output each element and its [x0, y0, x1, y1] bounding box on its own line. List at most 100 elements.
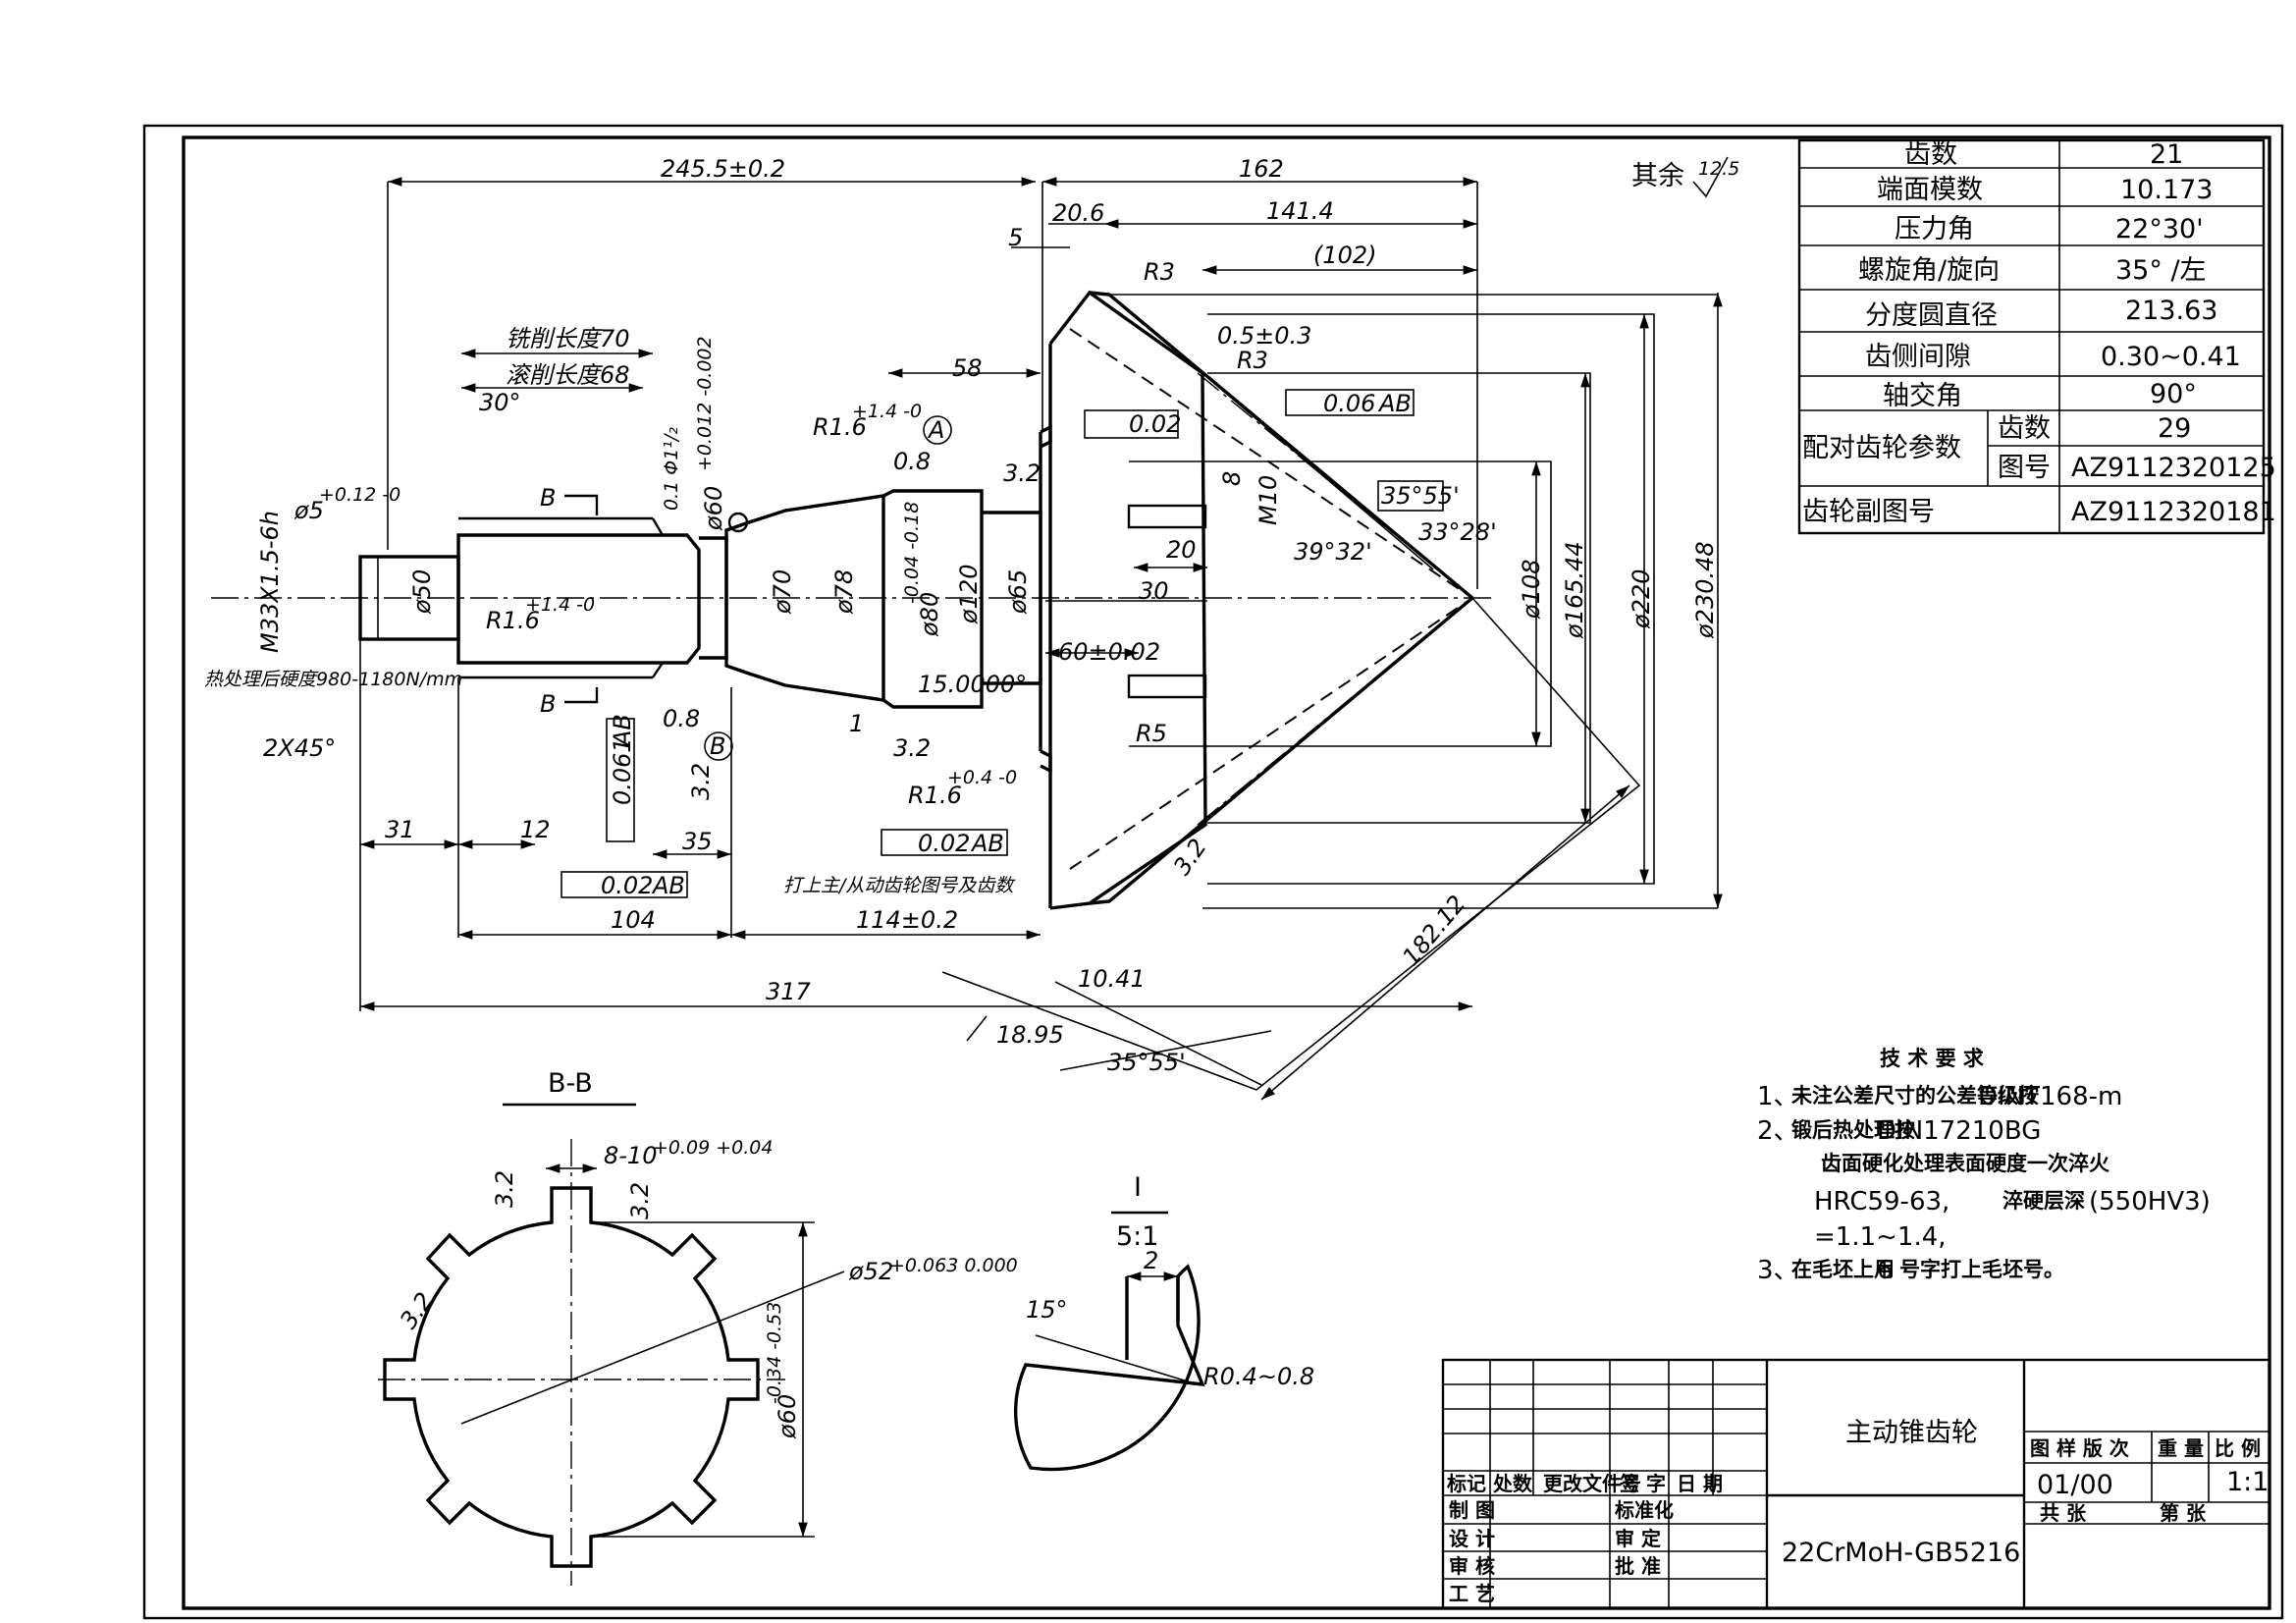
tol-002a: 0.02 [1129, 410, 1181, 438]
dim-60-002: 60±0.02 [1058, 638, 1160, 666]
req1-code: DINT168-m [1978, 1082, 2122, 1111]
datum-a: A [927, 416, 944, 444]
spline-end-bot [652, 662, 664, 678]
dia60-tol: -0.34 -0.53 [764, 1302, 785, 1404]
radius-r5: R5 [1136, 720, 1167, 747]
gear-cone-lower [1089, 596, 1474, 905]
chamfer: 2X45° [263, 734, 336, 762]
dia52-tol: +0.063 0.000 [889, 1255, 1018, 1276]
dim-104: 104 [611, 906, 656, 934]
tol-002c-datum: AB [651, 872, 685, 899]
row-design: 设 计 [1449, 1527, 1495, 1550]
dim-162: 162 [1239, 155, 1284, 183]
dim-30: 30 [1139, 577, 1169, 605]
req3-tail: 号字打上毛坯号。 [1899, 1258, 2064, 1281]
radius-r3: R3 [1237, 347, 1268, 374]
angle-3555b: 35°55' [1107, 1049, 1186, 1076]
finish-3-2d: 3.2 [1168, 834, 1212, 880]
radius-r16a: R1.6 [813, 413, 867, 441]
h-date: 日 期 [1677, 1472, 1723, 1495]
dim-5-tol: +0.12 -0 [319, 484, 400, 506]
table-label-4: 分度圆直径 [1865, 300, 1998, 331]
radius-r16c: R1.6 [908, 782, 962, 809]
slot-finish-3: 3.2 [395, 1287, 439, 1333]
finish-0-8b: 0.8 [663, 705, 700, 732]
pair-label: 齿轮副图号 [1802, 497, 1935, 527]
sheet-border-outer [142, 124, 2284, 1620]
h-doc: 更改文件号 [1543, 1472, 1641, 1495]
finish-other-label: 其余 [1631, 161, 1684, 191]
sheet-border-inner [182, 135, 2271, 1610]
detail-angle-line [1035, 1334, 1199, 1385]
finish-3-2b: 3.2 [687, 763, 715, 800]
thread-m10: M10 [1255, 475, 1282, 525]
version: 01/00 [2037, 1470, 2113, 1500]
tol-006-datum: AB [1377, 390, 1412, 417]
dia-165: ø165.44 [1561, 541, 1588, 639]
h-version: 图 样 版 次 [2030, 1436, 2129, 1460]
h-count: 处数 [1492, 1472, 1533, 1495]
hardness-strength: 热处理后硬度980-1180N/mm [204, 669, 462, 690]
dia52-leader [460, 1271, 845, 1425]
dia-50: ø50 [408, 569, 436, 615]
dimension-lines [359, 177, 1723, 1101]
section-b-bot: B [540, 690, 556, 718]
mating-teeth-label: 齿数 [1998, 413, 2051, 444]
section-bb-title: B-B [548, 1068, 593, 1099]
marking-note: 打上主/从动齿轮图号及齿数 [783, 875, 1016, 896]
slot-tol: +0.09 +0.04 [653, 1137, 774, 1159]
tol-002b-datum: AB [970, 830, 1004, 857]
angle-3555a: 35°55' [1381, 482, 1460, 510]
tol-frame-002b [881, 829, 1008, 856]
material: 22CrMoH-GB5216 [1782, 1538, 2020, 1568]
detail-d2: 2 [1144, 1247, 1158, 1274]
dia-65: ø65 [1004, 569, 1032, 615]
part-name: 主动锥齿轮 [1845, 1418, 1978, 1448]
dim-141: 141.4 [1266, 197, 1334, 225]
req1-cn: 未注公差尺寸的公差等级按 [1791, 1084, 2039, 1108]
thread-spec: M33X1.5-6h [256, 511, 284, 653]
mating-drawing-value: AZ9112320125 [2071, 453, 2276, 483]
table-label-3: 螺旋角/旋向 [1858, 255, 2000, 286]
datum-a-circle [923, 415, 952, 445]
detail-radius: R0.4~0.8 [1203, 1363, 1314, 1390]
dim-60-tol: +0.012 -0.002 [694, 336, 716, 471]
req1-prefix: 1、 [1757, 1082, 1799, 1111]
dia-70: ø70 [769, 569, 796, 615]
dim-5: 5 [1008, 224, 1023, 251]
detail-i: I 5:1 2 15° R0.4~0.8 [1013, 1172, 1314, 1472]
dim-0-5: 0.5±0.3 [1217, 322, 1311, 350]
req3-prefix: 3、 [1757, 1256, 1799, 1285]
req2c-cn: 淬硬层深 [2002, 1189, 2085, 1213]
dim-245: 245.5±0.2 [661, 155, 785, 183]
depth-8: 8 [1218, 471, 1246, 486]
mating-label: 配对齿轮参数 [1802, 433, 1961, 463]
detail-scale: 5:1 [1116, 1221, 1158, 1252]
tol-frame-002a [1084, 409, 1179, 439]
angle-3932: 39°32' [1294, 538, 1372, 566]
dim-35: 35 [682, 828, 713, 855]
dia60: ø60 [774, 1394, 801, 1439]
dia-80-tol: -0.04 -0.18 [901, 502, 923, 604]
h-weight: 重 量 [2158, 1436, 2204, 1460]
row-process: 工 艺 [1449, 1582, 1495, 1605]
detail-angle: 15° [1026, 1296, 1068, 1324]
roll-length: 滚削长度68 [506, 361, 630, 389]
spline-section-hatch [456, 533, 701, 665]
dim-20-6: 20.6 [1052, 199, 1104, 227]
section-bb: B-B 8-10 +0.09 +0.04 3.2 3.2 3.2 ø52 +0.… [378, 1068, 1018, 1586]
tol-frame-0061 [606, 718, 635, 842]
row-draw: 制 图 [1449, 1498, 1495, 1522]
table-value-5: 0.30~0.41 [2101, 342, 2241, 372]
table-value-4: 213.63 [2125, 296, 2217, 326]
sheet-number: 第 张 [2160, 1501, 2207, 1525]
tol-002b: 0.02 [918, 830, 970, 857]
h-sign: 签 字 [1619, 1472, 1666, 1495]
main-view-labels: 245.5±0.2 162 141.4 (102) 20.6 5 R3 0.5±… [204, 155, 1719, 1076]
dim-60-diameter: ø60 [700, 486, 727, 531]
section-b-top: B [540, 484, 556, 512]
tol-frame-002c [561, 871, 688, 898]
datum-b-circle [704, 731, 733, 761]
row-std: 标准化 [1615, 1498, 1674, 1522]
